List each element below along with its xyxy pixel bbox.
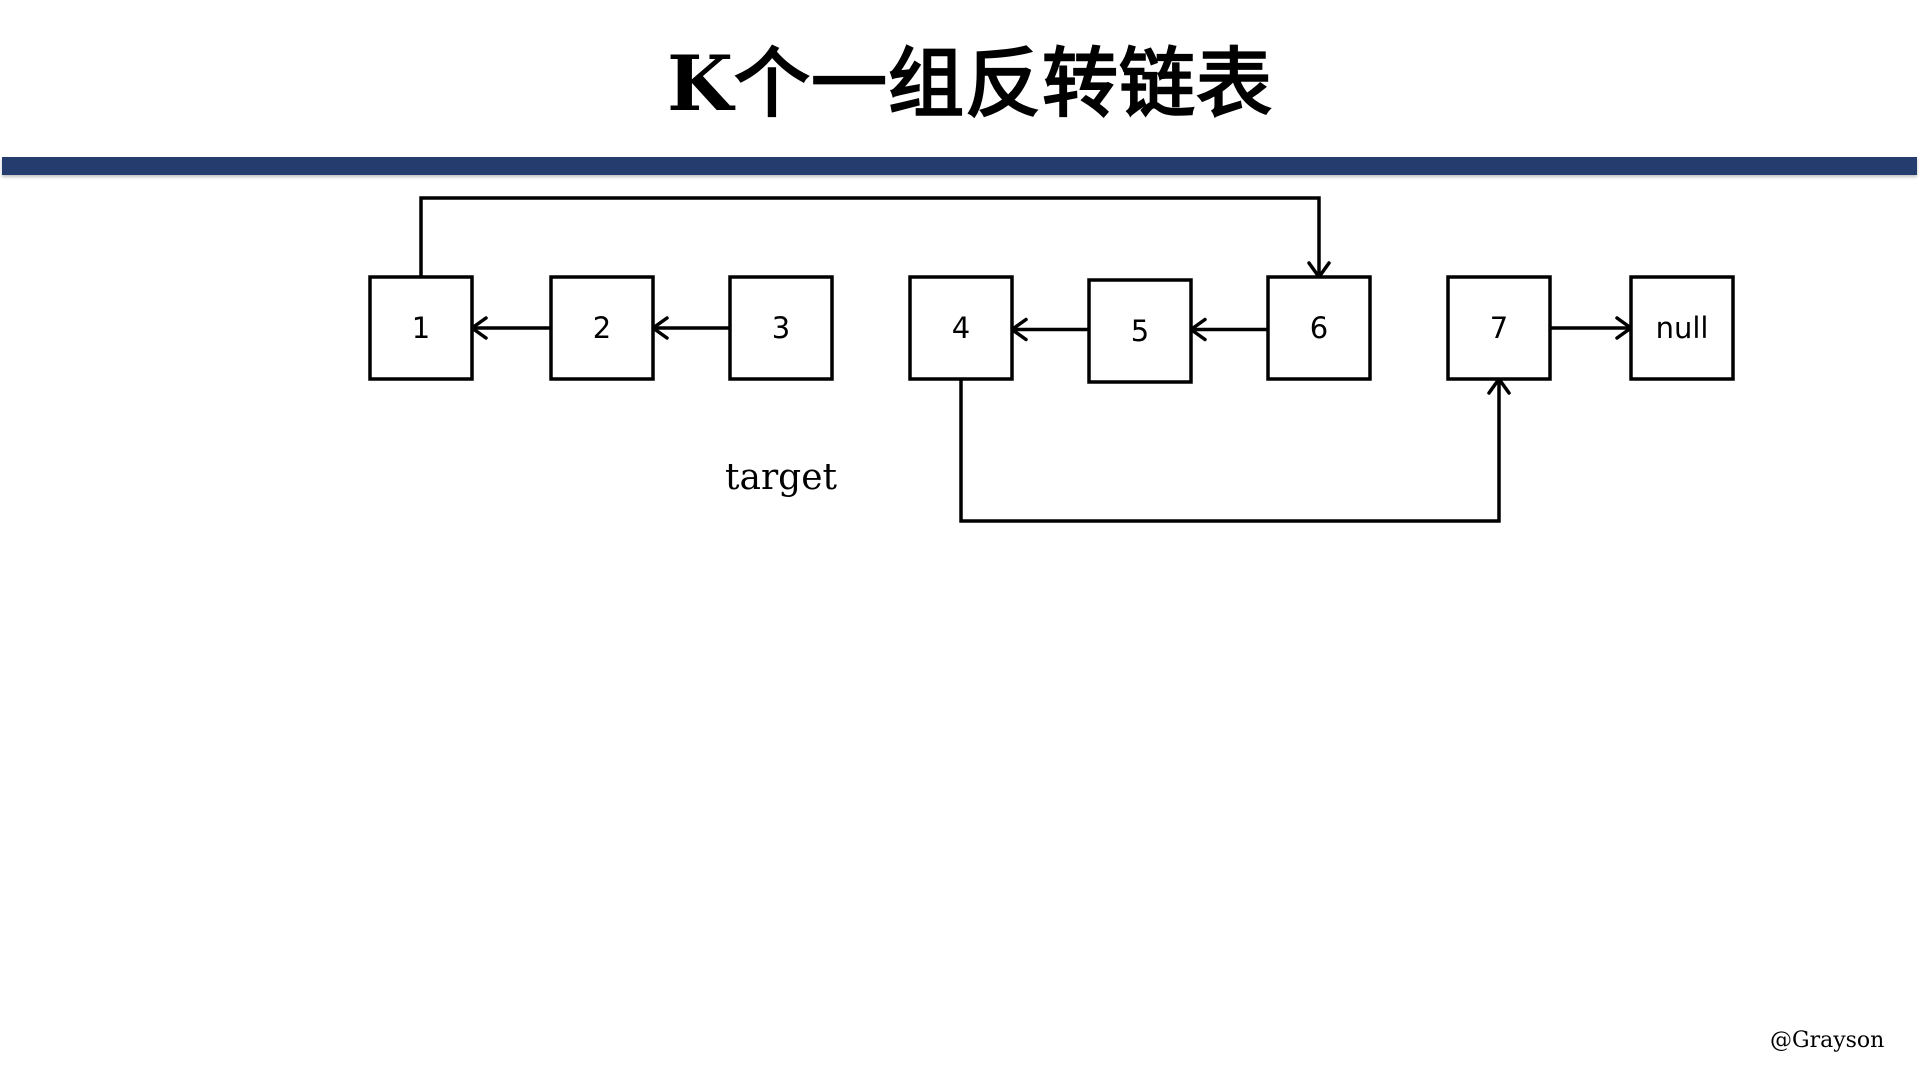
node-box	[549, 275, 655, 381]
node-box	[728, 275, 834, 381]
node-label: 3	[772, 311, 790, 345]
node-box	[908, 275, 1014, 381]
arrow-line	[959, 379, 1501, 523]
list-node: 6	[1266, 275, 1372, 381]
node-box	[1266, 275, 1372, 381]
list-node: 1	[368, 275, 474, 381]
node-label: 5	[1131, 314, 1149, 348]
node-label: null	[1656, 311, 1709, 345]
list-node: 7	[1446, 275, 1552, 381]
list-node: 2	[549, 275, 655, 381]
node-label: 7	[1490, 311, 1508, 345]
node-label: 4	[952, 311, 970, 345]
edge-arrow	[651, 316, 730, 340]
list-node: null	[1629, 275, 1735, 381]
list-node: 3	[728, 275, 834, 381]
node-label: 2	[593, 311, 611, 345]
title-divider-bar	[2, 157, 1917, 175]
nodes-layer: 1 2 3 4 5 6 7 null	[368, 275, 1735, 384]
edge-arrow	[1189, 317, 1268, 342]
node-box	[368, 275, 474, 381]
node-label: 6	[1310, 311, 1328, 345]
edges-layer	[419, 196, 1633, 523]
edge-arrow	[1010, 317, 1089, 342]
slide-title: K个一组反转链表	[666, 39, 1274, 128]
node-box	[1446, 275, 1552, 381]
target-label: target	[725, 457, 837, 498]
node-box	[1629, 275, 1735, 381]
edge-arrow	[470, 316, 551, 340]
edge-arrow	[419, 196, 1331, 279]
edge-arrow	[1550, 316, 1633, 340]
node-box	[1087, 278, 1193, 384]
author-watermark: @Grayson	[1770, 1028, 1885, 1053]
node-label: 1	[412, 311, 430, 345]
list-node: 5	[1087, 278, 1193, 384]
list-node: 4	[908, 275, 1014, 381]
edge-arrow	[959, 377, 1511, 523]
arrow-line	[419, 196, 1321, 277]
